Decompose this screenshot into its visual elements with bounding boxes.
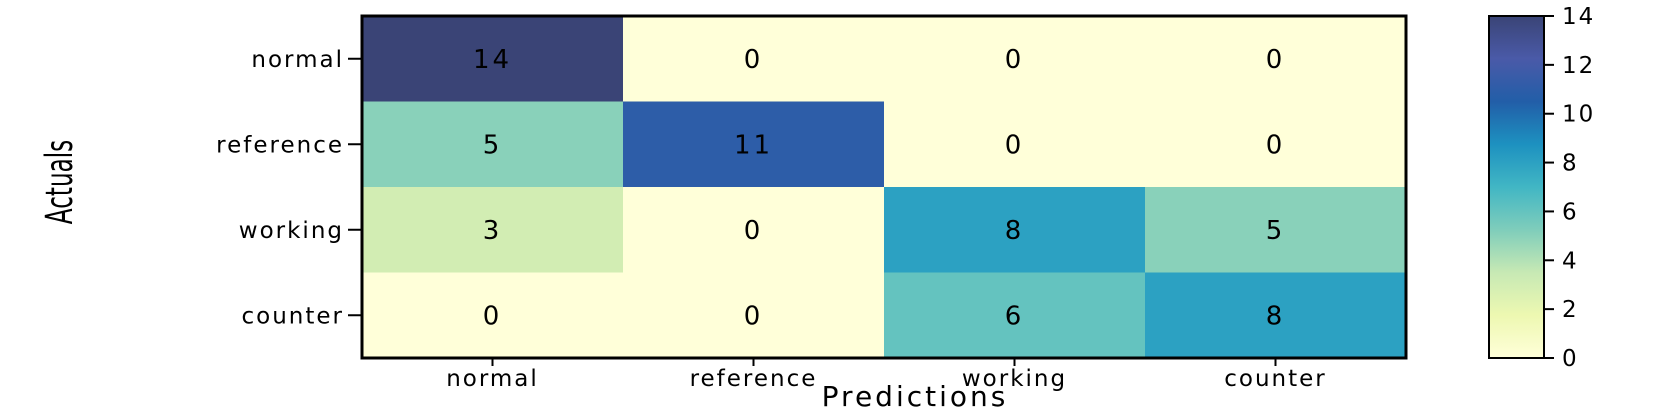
heatmap-cell <box>1145 187 1407 273</box>
heatmap-cell <box>623 272 885 359</box>
cell-value-label: 0 <box>744 216 764 246</box>
y-tick-label: reference <box>216 132 344 158</box>
y-axis-title: Actuals <box>38 140 81 224</box>
cell-value-label: 3 <box>483 216 503 246</box>
colorbar <box>1488 15 1545 359</box>
cell-value-label: 0 <box>1005 130 1025 160</box>
heatmap-cell <box>362 16 624 102</box>
colorbar-tick-label: 14 <box>1562 4 1595 30</box>
cell-value-label: 6 <box>1005 301 1025 331</box>
plot-frame <box>360 14 1408 360</box>
x-tick-label: normal <box>446 366 539 392</box>
heatmap-cell <box>623 187 885 273</box>
cell-value-label: 11 <box>734 130 773 160</box>
heatmap-cell <box>884 101 1146 188</box>
colorbar-tick-label: 0 <box>1562 346 1579 372</box>
colorbar-tick-label: 10 <box>1562 102 1595 128</box>
y-tick-label: normal <box>251 47 344 73</box>
x-axis-title: Predictions <box>822 380 1009 413</box>
cell-value-label: 14 <box>473 45 512 75</box>
y-axis-ticks: normal reference working counter <box>216 47 362 329</box>
heatmap-cells <box>362 16 1407 359</box>
colorbar-tick-label: 6 <box>1562 199 1579 225</box>
heatmap-cell <box>1145 101 1407 188</box>
heatmap-cell <box>884 272 1146 359</box>
x-tick-label: counter <box>1224 366 1327 392</box>
heatmap-cell <box>1145 272 1407 359</box>
heatmap-cell <box>884 187 1146 273</box>
heatmap-cell <box>884 16 1146 102</box>
cell-value-label: 0 <box>1005 45 1025 75</box>
cell-value-label: 8 <box>1005 216 1025 246</box>
cell-value-label: 8 <box>1266 301 1286 331</box>
cell-value-label: 0 <box>483 301 503 331</box>
cell-value-label: 5 <box>1266 216 1286 246</box>
heatmap-cell <box>623 101 885 188</box>
y-tick-label: working <box>239 218 344 244</box>
x-tick-label: working <box>962 366 1067 392</box>
cell-value-label: 0 <box>1266 130 1286 160</box>
cell-value-label: 0 <box>1266 45 1286 75</box>
heatmap-cell-labels: 14 0 0 0 5 11 0 0 3 0 8 5 0 0 6 8 <box>473 45 1286 332</box>
cell-value-label: 0 <box>744 45 764 75</box>
colorbar-ticks: 0 2 4 6 8 10 12 14 <box>1544 4 1595 372</box>
y-tick-label: counter <box>242 303 345 329</box>
colorbar-tick-label: 12 <box>1562 53 1595 79</box>
heatmap-cell <box>1145 16 1407 102</box>
heatmap-cell <box>362 187 624 273</box>
heatmap-cell <box>623 16 885 102</box>
x-tick-label: reference <box>690 366 818 392</box>
heatmap-cell <box>362 101 624 188</box>
colorbar-tick-label: 8 <box>1562 151 1579 177</box>
colorbar-tick-label: 4 <box>1562 248 1579 274</box>
colorbar-tick-label: 2 <box>1562 297 1579 323</box>
x-axis-ticks: normal reference working counter <box>446 358 1327 392</box>
cell-value-label: 5 <box>483 130 503 160</box>
heatmap-cell <box>362 272 624 359</box>
cell-value-label: 0 <box>744 301 764 331</box>
